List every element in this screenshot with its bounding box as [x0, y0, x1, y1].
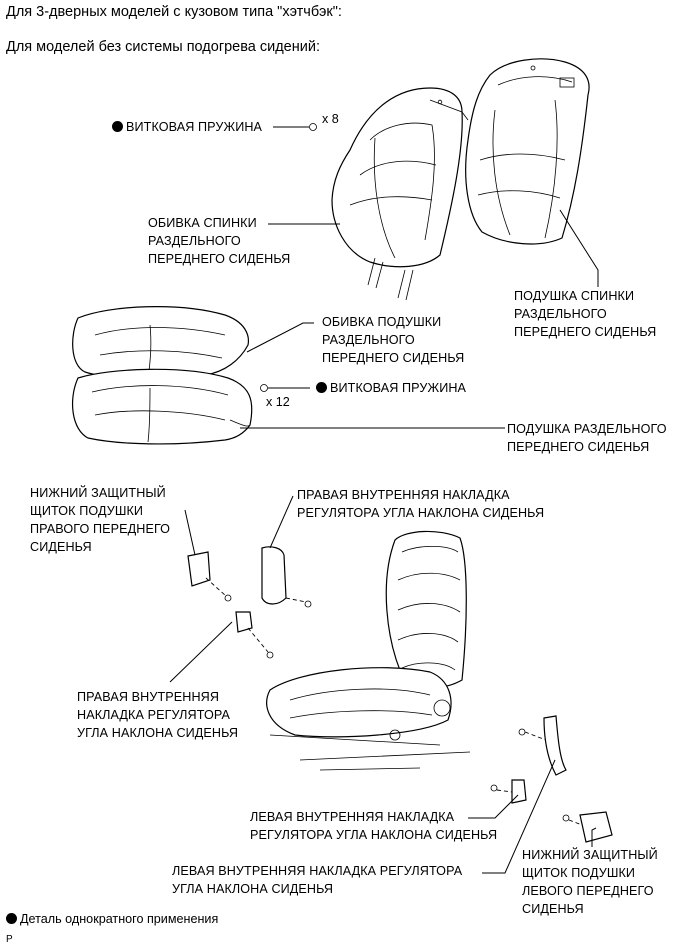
label-line: ПЕРЕДНЕГО СИДЕНЬЯ — [148, 252, 291, 266]
seatback-pad-illustration — [465, 58, 590, 245]
label-line: ЩИТОК ПОДУШКИ — [30, 504, 144, 518]
label-cushion-pad: ПОДУШКА РАЗДЕЛЬНОГО ПЕРЕДНЕГО СИДЕНЬЯ — [507, 420, 667, 456]
label-line: УГЛА НАКЛОНА СИДЕНЬЯ — [172, 882, 334, 896]
label-seatback-cover: ОБИВКА СПИНКИ РАЗДЕЛЬНОГО ПЕРЕДНЕГО СИДЕ… — [148, 214, 290, 268]
legend-text: Деталь однократного применения — [20, 912, 219, 926]
label-line: НИЖНИЙ ЗАЩИТНЫЙ — [30, 486, 166, 500]
label-line: ПРАВАЯ ВНУТРЕННЯЯ НАКЛАДКА — [297, 488, 510, 502]
cushion-cover-illustration — [72, 306, 250, 383]
label-text: ВИТКОВАЯ ПРУЖИНА — [330, 381, 467, 395]
label-lower-shield-right: НИЖНИЙ ЗАЩИТНЫЙ ЩИТОК ПОДУШКИ ПРАВОГО ПЕ… — [30, 484, 170, 556]
label-line: ПОДУШКА РАЗДЕЛЬНОГО — [507, 422, 667, 436]
label-line: ПОДУШКА СПИНКИ — [514, 289, 635, 303]
label-left-inner-cover-1: ЛЕВАЯ ВНУТРЕННЯЯ НАКЛАДКА РЕГУЛЯТОРА УГЛ… — [250, 808, 497, 844]
spring-symbol-top — [309, 123, 317, 131]
cushion-pad-illustration — [71, 368, 253, 445]
label-line: УГЛА НАКЛОНА СИДЕНЬЯ — [77, 726, 239, 740]
coil-spring-mid-quantity: x 12 — [266, 395, 290, 409]
one-time-use-dot — [316, 382, 327, 393]
spring-symbol-mid — [260, 384, 268, 392]
label-line: ОБИВКА СПИНКИ — [148, 216, 257, 230]
label-line: ЛЕВОГО ПЕРЕДНЕГО — [522, 884, 654, 898]
label-line: РАЗДЕЛЬНОГО — [322, 333, 415, 347]
leader-lines — [169, 123, 599, 874]
label-coil-spring-top: ВИТКОВАЯ ПРУЖИНА — [112, 118, 262, 136]
header-line-1: Для 3-дверных моделей с кузовом типа "хэ… — [6, 4, 342, 20]
label-line: РАЗДЕЛЬНОГО — [514, 307, 607, 321]
label-line: ЩИТОК ПОДУШКИ — [522, 866, 636, 880]
label-line: НИЖНИЙ ЗАЩИТНЫЙ — [522, 848, 658, 862]
header-line-2: Для моделей без системы подогрева сидени… — [6, 39, 320, 55]
figure-code: P — [6, 934, 13, 945]
coil-spring-top-quantity: x 8 — [322, 112, 339, 126]
label-line: ЛЕВАЯ ВНУТРЕННЯЯ НАКЛАДКА РЕГУЛЯТОРА — [172, 864, 463, 878]
small-parts-illustration — [187, 546, 613, 843]
label-line: ПЕРЕДНЕГО СИДЕНЬЯ — [514, 325, 657, 339]
label-line: ЛЕВАЯ ВНУТРЕННЯЯ НАКЛАДКА — [250, 810, 455, 824]
label-right-inner-cover-bottom: ПРАВАЯ ВНУТРЕННЯЯ НАКЛАДКА РЕГУЛЯТОРА УГ… — [77, 688, 238, 742]
label-line: РАЗДЕЛЬНОГО — [148, 234, 241, 248]
label-line: ПЕРЕДНЕГО СИДЕНЬЯ — [322, 351, 465, 365]
label-line: ОБИВКА ПОДУШКИ — [322, 315, 442, 329]
label-line: ПРАВАЯ ВНУТРЕННЯЯ — [77, 690, 220, 704]
one-time-use-dot — [6, 913, 17, 924]
seat-frame-illustration — [266, 530, 471, 771]
label-line: ПРАВОГО ПЕРЕДНЕГО — [30, 522, 171, 536]
label-text: ВИТКОВАЯ ПРУЖИНА — [126, 120, 263, 134]
label-left-inner-cover-2: ЛЕВАЯ ВНУТРЕННЯЯ НАКЛАДКА РЕГУЛЯТОРА УГЛ… — [172, 862, 462, 898]
label-right-inner-cover-top: ПРАВАЯ ВНУТРЕННЯЯ НАКЛАДКА РЕГУЛЯТОРА УГ… — [297, 486, 544, 522]
label-seatback-pad: ПОДУШКА СПИНКИ РАЗДЕЛЬНОГО ПЕРЕДНЕГО СИД… — [514, 287, 656, 341]
label-line: РЕГУЛЯТОРА УГЛА НАКЛОНА СИДЕНЬЯ — [297, 506, 545, 520]
label-line: РЕГУЛЯТОРА УГЛА НАКЛОНА СИДЕНЬЯ — [250, 828, 498, 842]
label-cushion-cover: ОБИВКА ПОДУШКИ РАЗДЕЛЬНОГО ПЕРЕДНЕГО СИД… — [322, 313, 464, 367]
label-line: СИДЕНЬЯ — [522, 902, 584, 916]
one-time-use-dot — [112, 121, 123, 132]
label-line: ПЕРЕДНЕГО СИДЕНЬЯ — [507, 440, 650, 454]
label-lower-shield-left: НИЖНИЙ ЗАЩИТНЫЙ ЩИТОК ПОДУШКИ ЛЕВОГО ПЕР… — [522, 846, 658, 918]
label-line: НАКЛАДКА РЕГУЛЯТОРА — [77, 708, 231, 722]
label-line: СИДЕНЬЯ — [30, 540, 92, 554]
legend-one-time-use: Деталь однократного применения — [6, 912, 218, 926]
seatback-cover-illustration — [331, 87, 469, 301]
label-coil-spring-mid: ВИТКОВАЯ ПРУЖИНА — [316, 379, 466, 397]
